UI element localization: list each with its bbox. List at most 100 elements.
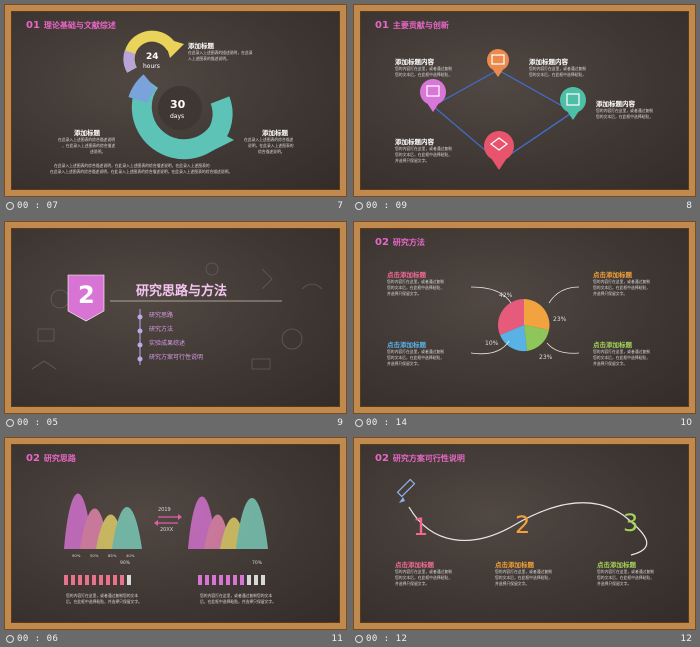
heading-4: 点击添加标题 bbox=[593, 341, 632, 349]
desc-left-2: 后，在此框中选择粘贴，并选择只保留文字。 bbox=[66, 599, 142, 604]
desc-right-3: 综合描述说明。 bbox=[258, 149, 285, 154]
part-number: 2 bbox=[78, 281, 95, 309]
desc-2b: 您的文本后，在此框中选择粘贴， bbox=[593, 285, 650, 290]
slide-canvas: 2 研究思路与方法 研究思路 研究方法 实验成果综述 研究方案可行性说明 bbox=[11, 228, 340, 407]
slide-number: 9 bbox=[337, 418, 343, 428]
heading-top: 添加标题 bbox=[188, 42, 214, 50]
slide-timer: 00 : 07 bbox=[6, 201, 58, 211]
step-desc-2b: 您的文本后，在此框中选择粘贴， bbox=[495, 575, 552, 580]
step-desc-3c: 并选择只保留文字。 bbox=[597, 581, 632, 586]
svg-text:42%: 42% bbox=[499, 292, 513, 299]
thumbnail-footer: 00 : 14 10 bbox=[353, 417, 696, 431]
pct-3: 85% bbox=[108, 553, 117, 558]
thumbnail-footer: 00 : 07 7 bbox=[4, 200, 347, 214]
days-number: 30 bbox=[170, 98, 186, 111]
pin-network-diagram bbox=[420, 49, 586, 170]
pin-teal-right bbox=[560, 87, 586, 120]
step-heading-1: 点击添加标题 bbox=[395, 561, 434, 569]
desc-4b: 您的文本后，在此框中选择粘贴， bbox=[593, 355, 650, 360]
pin-red-bottom bbox=[484, 131, 514, 170]
slide-timer: 00 : 14 bbox=[355, 418, 407, 428]
heading-1: 点击添加标题 bbox=[387, 271, 426, 279]
cycle-diagram bbox=[123, 30, 234, 160]
desc-right-1: 在此录入上述图表的综合描述 bbox=[244, 137, 294, 142]
step-number-2: 2 bbox=[515, 511, 531, 539]
agenda-item-2: 研究方法 bbox=[149, 326, 174, 333]
desc-bottom-2: 在此录入上述图表的综合描述说明，在此录入上述图表的综合描述说明，在此录入上述图表… bbox=[50, 169, 233, 174]
agenda-item-4: 研究方案可行性说明 bbox=[149, 354, 204, 361]
label-3-desc-2: 您的文本后，在此框中选择粘贴， bbox=[596, 114, 653, 119]
clock-icon bbox=[355, 634, 363, 643]
pct-1: 90% bbox=[72, 553, 81, 558]
step-heading-3: 点击添加标题 bbox=[597, 561, 636, 569]
slide-number: 10 bbox=[680, 418, 692, 428]
svg-text:23%: 23% bbox=[539, 354, 553, 361]
slide-number: 12 bbox=[680, 634, 692, 644]
year-start: 2019 bbox=[158, 507, 171, 513]
pct-2: 50% bbox=[90, 553, 99, 558]
slide-number: 11 bbox=[331, 634, 343, 644]
slide-timer: 00 : 06 bbox=[6, 634, 58, 644]
peak-charts bbox=[64, 493, 268, 585]
desc-right-1: 您的内容打在这里，或者通过复制您的文本 bbox=[200, 593, 273, 598]
days-unit: days bbox=[170, 113, 185, 120]
step-number-3: 3 bbox=[623, 509, 639, 537]
pin-orange-top bbox=[487, 49, 509, 77]
slide-number: 8 bbox=[686, 201, 692, 211]
label-4-desc-3: 并选择只保留文字。 bbox=[395, 158, 430, 163]
heading-left: 添加标题 bbox=[74, 129, 100, 137]
step-desc-3b: 您的文本后，在此框中选择粘贴， bbox=[597, 575, 654, 580]
pct-4: 40% bbox=[126, 553, 135, 558]
step-desc-1b: 您的文本后，在此框中选择粘贴， bbox=[395, 575, 452, 580]
step-desc-2c: 并选择只保留文字。 bbox=[495, 581, 530, 586]
label-4-desc-2: 您的文本后，在此框中选择粘贴， bbox=[395, 152, 452, 157]
clock-icon bbox=[6, 418, 14, 427]
desc-top-1: 在此录入上述图表的描述说明，在此录 bbox=[188, 50, 253, 55]
svg-text:23%: 23% bbox=[553, 316, 567, 323]
desc-right-2: 后，在此框中选择粘贴，并选择只保留文字。 bbox=[200, 599, 276, 604]
person-icons-right bbox=[198, 575, 265, 585]
desc-1b: 您的文本后，在此框中选择粘贴， bbox=[387, 285, 444, 290]
thumbnail-footer: 00 : 06 11 bbox=[4, 633, 347, 647]
heading-3: 点击添加标题 bbox=[387, 341, 426, 349]
desc-1c: 并选择只保留文字。 bbox=[387, 291, 422, 296]
agenda-item-1: 研究思路 bbox=[149, 312, 174, 319]
slide-timer: 00 : 05 bbox=[6, 418, 58, 428]
total-left: 90% bbox=[120, 561, 131, 566]
person-icons-left bbox=[64, 575, 131, 585]
label-1-desc-2: 您的文本后，在此框中选择粘贴， bbox=[395, 72, 452, 77]
desc-bottom-1: 在此录入上述图表的综合描述说明，在此录入上述图表的综合描述说明，在此录入上述图表… bbox=[54, 163, 210, 168]
heading-right: 添加标题 bbox=[262, 129, 288, 137]
thumbnail-footer: 00 : 12 12 bbox=[353, 633, 696, 647]
step-heading-2: 点击添加标题 bbox=[495, 561, 534, 569]
desc-3c: 并选择只保留文字。 bbox=[387, 361, 422, 366]
section-divider-art bbox=[31, 262, 323, 370]
desc-3b: 您的文本后，在此框中选择粘贴， bbox=[387, 355, 444, 360]
label-1-desc-1: 您的内容打在这里，或者通过复制 bbox=[395, 66, 452, 71]
step-number-1: 1 bbox=[413, 513, 429, 541]
clock-icon bbox=[355, 418, 363, 427]
clock-icon bbox=[6, 201, 14, 210]
year-end: 20XX bbox=[160, 527, 174, 533]
desc-4c: 并选择只保留文字。 bbox=[593, 361, 628, 366]
wave-path-diagram bbox=[396, 478, 648, 556]
clock-icon bbox=[355, 201, 363, 210]
desc-1a: 您的内容打在这里，或者通过复制 bbox=[387, 279, 444, 284]
desc-left-1: 您的内容打在这里，或者通过复制您的文本 bbox=[66, 593, 139, 598]
desc-4a: 您的内容打在这里，或者通过复制 bbox=[593, 349, 650, 354]
desc-left-3: 述说明。 bbox=[90, 149, 106, 154]
desc-3a: 您的内容打在这里，或者通过复制 bbox=[387, 349, 444, 354]
pencil-icon bbox=[396, 478, 416, 503]
section-title: 研究思路与方法 bbox=[136, 284, 228, 299]
desc-2a: 您的内容打在这里，或者通过复制 bbox=[593, 279, 650, 284]
step-desc-1a: 您的内容打在这里，或者通过复制 bbox=[395, 569, 452, 574]
